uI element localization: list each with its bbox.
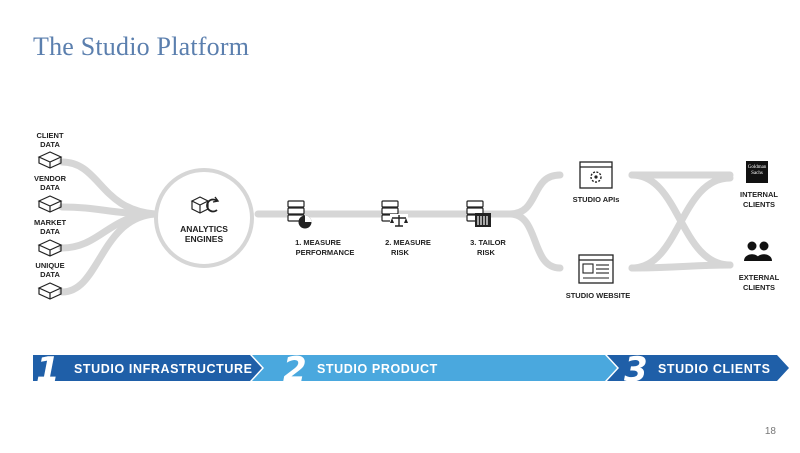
- external-clients-label-line1: EXTERNAL: [739, 273, 780, 282]
- step-label-line2: RISK: [477, 248, 496, 257]
- server-scale-icon: [381, 200, 408, 227]
- step-tailor-risk: 3. TAILOR RISK: [466, 200, 506, 257]
- data-source-label-line1: MARKET: [34, 218, 66, 227]
- data-source-label-line2: DATA: [40, 183, 60, 192]
- banner-segment-infrastructure: 1 STUDIO INFRASTRUCTURE: [33, 350, 262, 390]
- banner-segment-product: 2 STUDIO PRODUCT: [252, 350, 617, 390]
- flow-line-to-apis: [506, 171, 564, 218]
- data-source-label-line2: DATA: [40, 270, 60, 279]
- banner-segment-label: STUDIO INFRASTRUCTURE: [74, 362, 253, 376]
- step-measure-performance: 1. MEASURE PERFORMANCE: [287, 200, 355, 257]
- database-icon: [37, 151, 63, 169]
- data-source-label-line1: CLIENT: [36, 131, 64, 140]
- banner-segment-background: [607, 355, 789, 381]
- step-label-line1: 1. MEASURE: [295, 238, 341, 247]
- flow-lines: [58, 158, 734, 296]
- web-browser-icon: [578, 254, 614, 284]
- step-measure-risk: 2. MEASURE RISK: [381, 200, 431, 257]
- banner-segment-number: 2: [283, 350, 307, 390]
- data-source-label-line1: UNIQUE: [35, 261, 64, 270]
- data-source-market: MARKET DATA: [34, 218, 66, 257]
- data-source-client: CLIENT DATA: [36, 131, 64, 169]
- database-icon: [37, 282, 63, 300]
- internal-clients-label-line2: CLIENTS: [743, 200, 775, 209]
- step-label-line2: PERFORMANCE: [296, 248, 355, 257]
- analytics-engine: ANALYTICS ENGINES: [154, 168, 254, 268]
- banner-segment-background: [252, 355, 617, 381]
- banner-segment-label: STUDIO CLIENTS: [658, 362, 771, 376]
- slide-title: The Studio Platform: [33, 32, 250, 61]
- flow-line-website-internal: [628, 174, 734, 272]
- logo-text-line1: Goldman: [748, 165, 767, 170]
- server-filter-icon: [466, 200, 491, 227]
- banner-segment-number: 1: [36, 350, 60, 390]
- data-source-vendor: VENDOR DATA: [34, 174, 67, 213]
- page-number: 18: [764, 426, 776, 437]
- people-icon: [744, 241, 772, 261]
- banner-segment-label: STUDIO PRODUCT: [317, 362, 438, 376]
- banner-segment-background: [33, 355, 262, 381]
- api-gear-icon: [579, 161, 613, 189]
- flow-line-to-website: [506, 210, 564, 272]
- server-pie-chart-icon: [287, 200, 312, 229]
- studio-website-label: STUDIO WEBSITE: [566, 291, 631, 300]
- external-clients-label-line2: CLIENTS: [743, 283, 775, 292]
- logo-text-line2: Sachs: [751, 171, 763, 176]
- data-source-label-line2: DATA: [40, 140, 60, 149]
- internal-clients-label-line1: INTERNAL: [740, 190, 778, 199]
- analytics-engine-circle: [154, 168, 254, 268]
- internal-clients: Goldman Sachs INTERNAL CLIENTS: [740, 161, 778, 209]
- goldman-sachs-logo: Goldman Sachs: [746, 161, 768, 183]
- studio-apis: STUDIO APIs: [573, 161, 620, 204]
- flow-line-unique: [58, 210, 159, 296]
- stage-banner: 1 STUDIO INFRASTRUCTURE 2 STUDIO PRODUCT…: [33, 350, 789, 390]
- step-label-line1: 3. TAILOR: [470, 238, 506, 247]
- database-icon: [37, 195, 63, 213]
- studio-website: STUDIO WEBSITE: [566, 254, 631, 300]
- flow-line-website-external: [628, 261, 734, 272]
- data-source-label-line1: VENDOR: [34, 174, 67, 183]
- data-source-unique: UNIQUE DATA: [35, 261, 65, 300]
- engine-label-line1: ANALYTICS: [180, 224, 228, 234]
- step-label-line2: RISK: [391, 248, 410, 257]
- data-source-label-line2: DATA: [40, 227, 60, 236]
- step-label-line1: 2. MEASURE: [385, 238, 431, 247]
- database-icon: [37, 239, 63, 257]
- banner-segment-number: 3: [624, 350, 648, 390]
- engine-refresh-icon: [190, 196, 220, 214]
- engine-label-line2: ENGINES: [185, 234, 224, 244]
- banner-segment-clients: 3 STUDIO CLIENTS: [607, 350, 789, 390]
- studio-apis-label: STUDIO APIs: [573, 195, 620, 204]
- external-clients: EXTERNAL CLIENTS: [739, 241, 780, 292]
